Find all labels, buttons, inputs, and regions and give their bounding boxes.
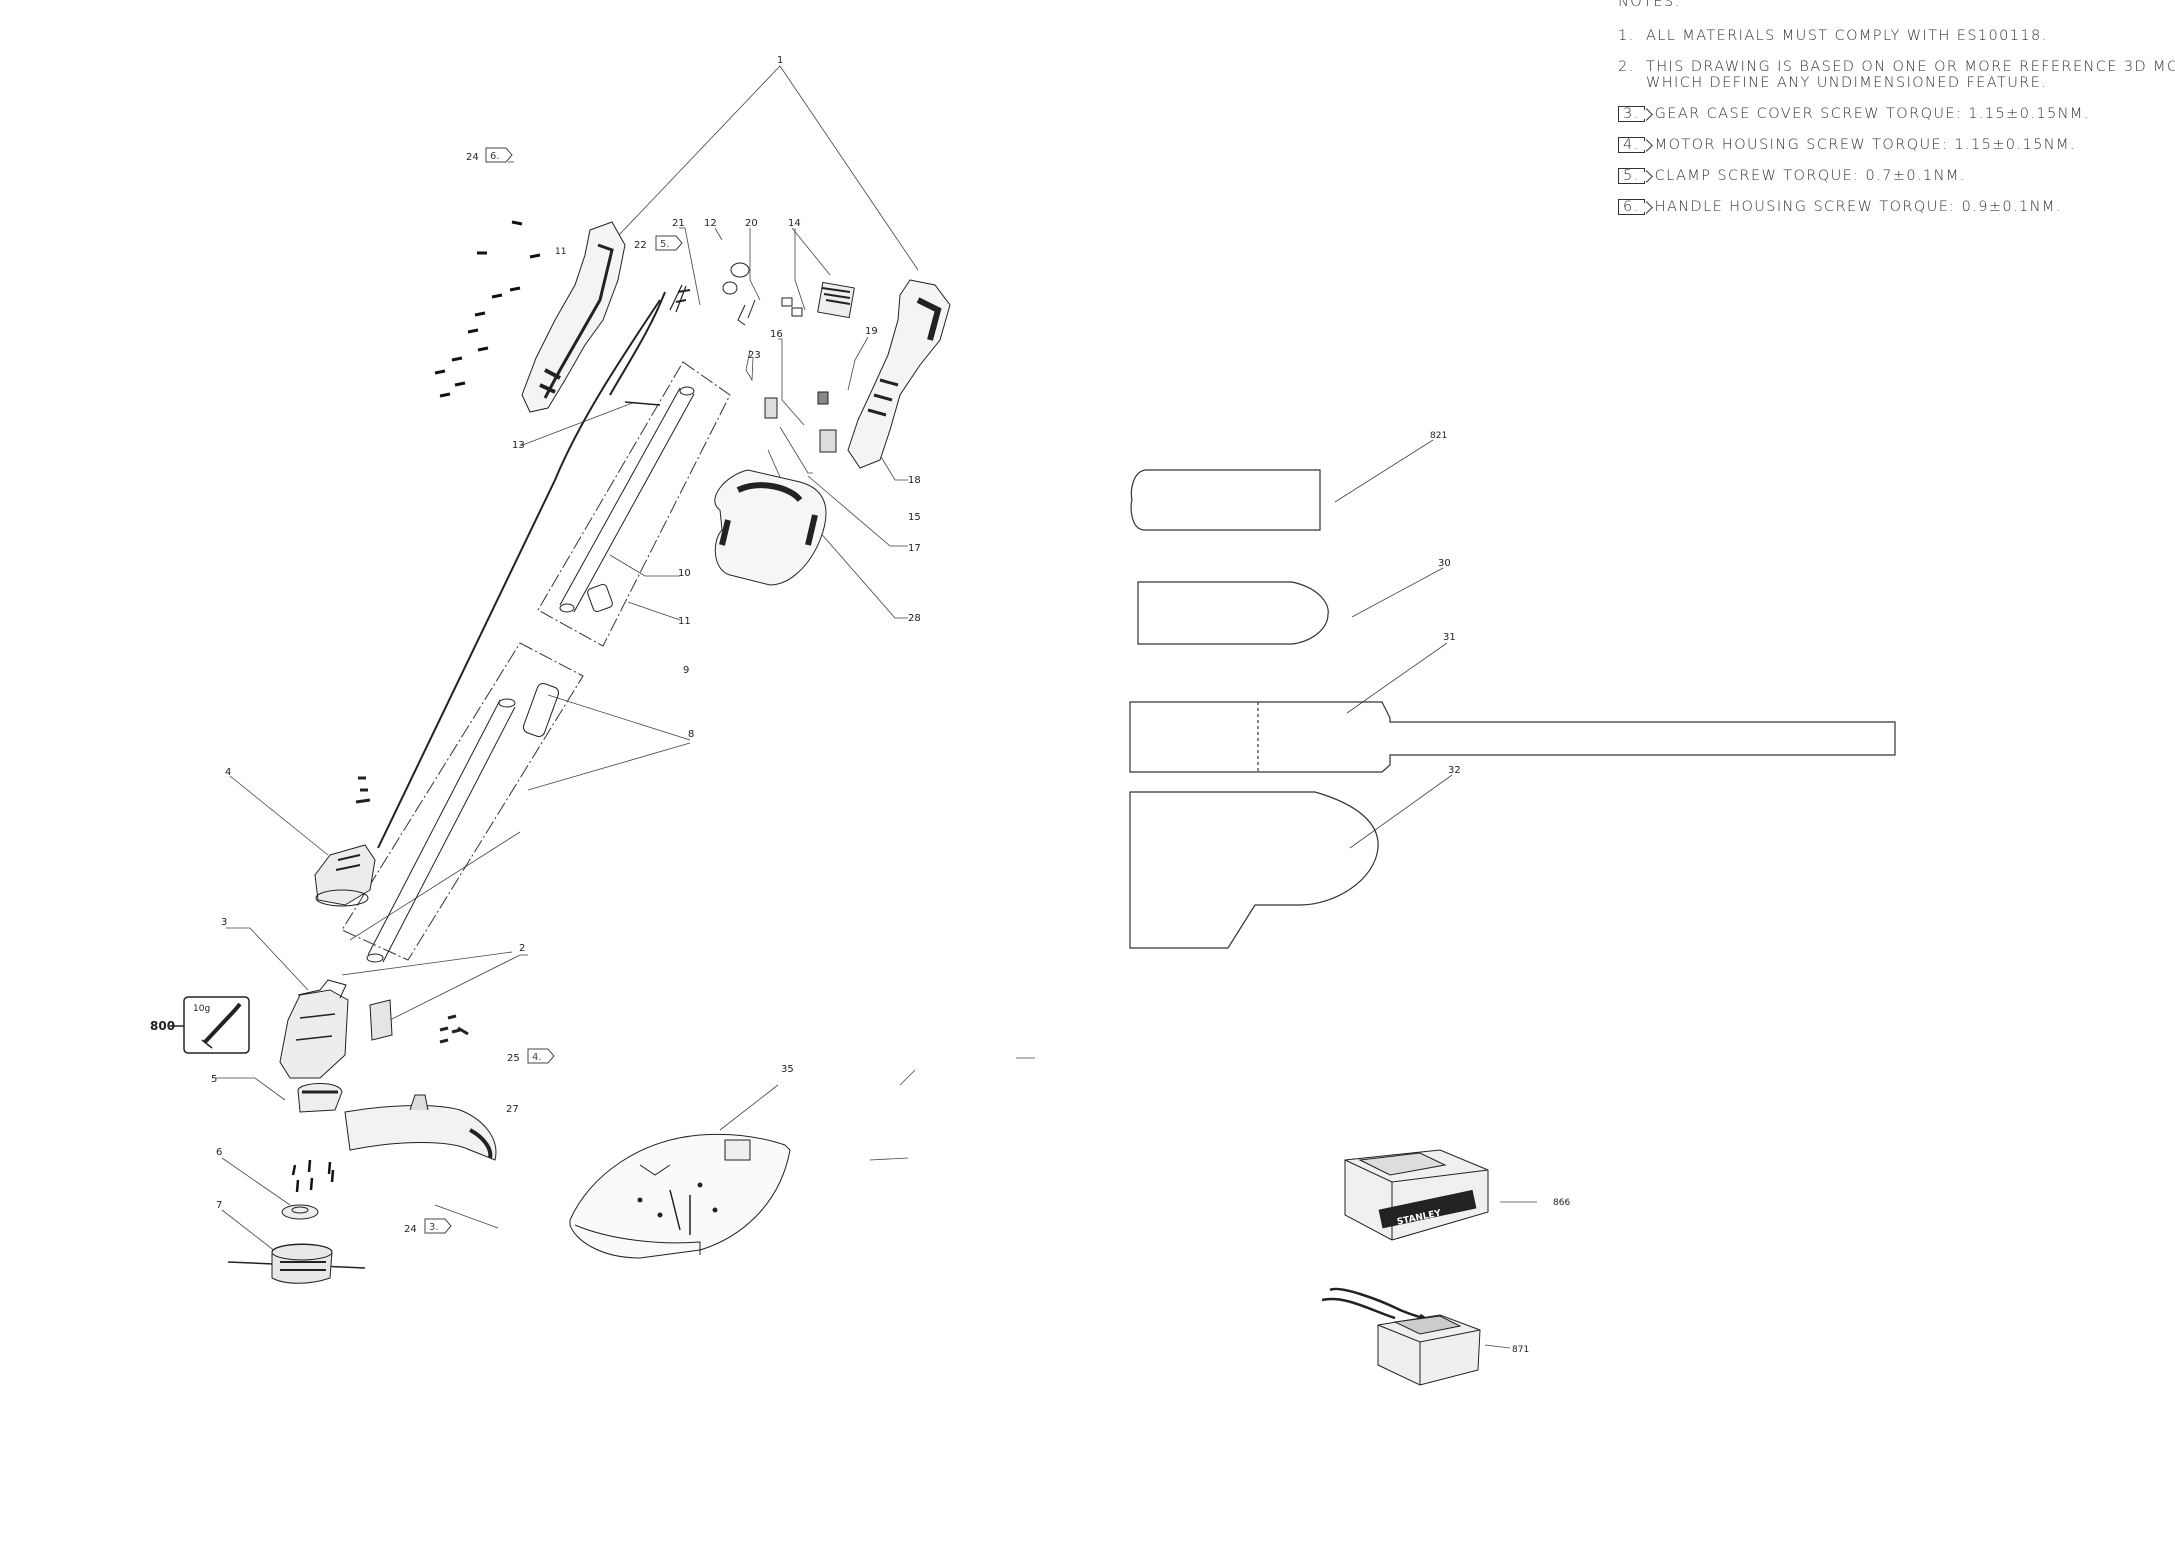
label-13: 13: [512, 440, 525, 451]
front-handle: [714, 469, 827, 586]
label-12: 12: [704, 218, 717, 229]
label-3: 3: [221, 917, 227, 928]
gear-case: [279, 979, 469, 1113]
label-35: 35: [781, 1064, 794, 1075]
charger: [1321, 1287, 1481, 1386]
label-24-bottom: 24: [404, 1224, 417, 1235]
label-20: 20: [745, 218, 758, 229]
clamp-11: [587, 583, 613, 613]
torque-tag-labels: 6. 5. 4. 3.: [429, 151, 670, 1233]
label-821-outline: [1130, 469, 1321, 531]
lower-tube: [366, 698, 516, 963]
label-24-top: 24: [466, 152, 479, 163]
spool-parts: [227, 1204, 366, 1284]
label-22: 22: [634, 240, 647, 251]
label-32-outline: [1129, 791, 1379, 949]
grease-amount: 10g: [193, 1004, 210, 1014]
label-821: 821: [1430, 431, 1447, 441]
group-boundaries: [341, 361, 731, 961]
motor-housing: [314, 776, 376, 907]
label-7: 7: [216, 1200, 222, 1211]
upper-tube: [559, 386, 695, 613]
label-31-outline: [1129, 701, 1896, 773]
battery-pack: STANLEY: [1344, 1149, 1489, 1241]
label-32: 32: [1448, 765, 1461, 776]
note-2: 2.THIS DRAWING IS BASED ON ONE OR MORE R…: [1618, 59, 2175, 91]
label-30-outline: [1137, 581, 1329, 645]
coupler-9: [522, 682, 560, 738]
label-8: 8: [688, 729, 694, 740]
label-871: 871: [1512, 1345, 1529, 1355]
safety-guard-35: [569, 1133, 791, 1259]
label-23: 23: [748, 350, 761, 361]
label-10: 10: [678, 568, 691, 579]
right-handle-half: [847, 279, 951, 469]
label-18: 18: [908, 475, 921, 486]
guard-27: [344, 1094, 497, 1161]
tag-3: 3.: [429, 1222, 439, 1233]
switch-parts: [669, 262, 855, 453]
label-11-small: 11: [555, 247, 566, 257]
label-30: 30: [1438, 558, 1451, 569]
left-handle-half: [521, 221, 626, 413]
note-3: 3. GEAR CASE COVER SCREW TORQUE: 1.15±0.…: [1618, 106, 2175, 122]
part-labels: 1 2 3 4 5 6 7 8 9 10 11 12 13 14 15 16 1…: [150, 55, 1570, 1355]
note-4: 4. MOTOR HOUSING SCREW TORQUE: 1.15±0.15…: [1618, 137, 2175, 153]
note-1: 1.ALL MATERIALS MUST COMPLY WITH ES10011…: [1618, 28, 2048, 44]
rod-13: [624, 401, 661, 406]
label-17: 17: [908, 543, 921, 554]
label-14: 14: [788, 218, 801, 229]
drive-cable: [377, 291, 666, 849]
label-27: 27: [506, 1104, 519, 1115]
label-28: 28: [908, 613, 921, 624]
tag-4: 4.: [532, 1052, 542, 1063]
torque-tags: [424, 147, 683, 1234]
label-19: 19: [865, 326, 878, 337]
notes-block: NOTES: 1.ALL MATERIALS MUST COMPLY WITH …: [1618, 0, 2175, 230]
notes-title: NOTES:: [1618, 0, 1681, 10]
label-11: 11: [678, 616, 691, 627]
gear-screws: [291, 1159, 335, 1193]
tag-6: 6.: [490, 151, 500, 162]
label-1: 1: [777, 55, 783, 66]
label-16: 16: [770, 329, 783, 340]
label-4: 4: [225, 767, 231, 778]
leader-lines: [216, 65, 1537, 1349]
handle-screws: [434, 220, 541, 398]
tag-5: 5.: [660, 239, 670, 250]
label-15: 15: [908, 512, 921, 523]
label-31: 31: [1443, 632, 1456, 643]
grease-box: [170, 996, 250, 1054]
label-21: 21: [672, 218, 685, 229]
label-25: 25: [507, 1053, 520, 1064]
label-2: 2: [519, 943, 525, 954]
label-866: 866: [1553, 1198, 1570, 1208]
label-6: 6: [216, 1147, 222, 1158]
label-5: 5: [211, 1074, 217, 1085]
label-outlines: [1129, 469, 1896, 949]
note-6: 6. HANDLE HOUSING SCREW TORQUE: 0.9±0.1N…: [1618, 199, 2175, 215]
label-9: 9: [683, 665, 689, 676]
label-800: 800: [150, 1019, 175, 1033]
note-5: 5. CLAMP SCREW TORQUE: 0.7±0.1NM.: [1618, 168, 2175, 184]
